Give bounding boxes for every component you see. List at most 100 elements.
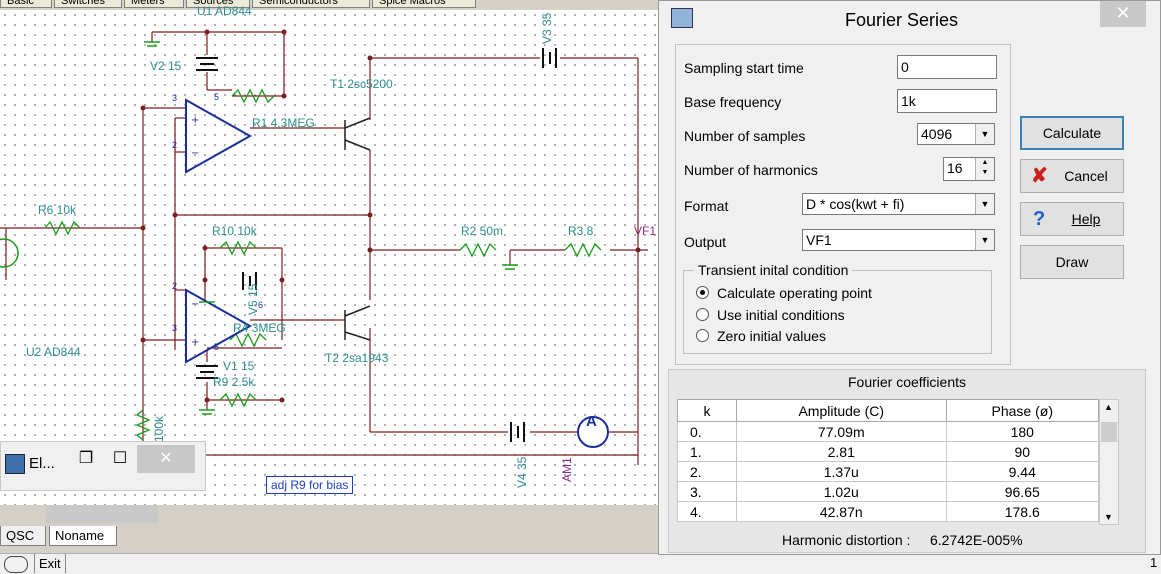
scroll-up-icon[interactable]: ▲ xyxy=(1104,402,1113,412)
am1-label: AM1 xyxy=(560,457,574,482)
help-label: Help xyxy=(1071,211,1101,227)
sampling-start-label: Sampling start time xyxy=(684,60,804,76)
exit-button[interactable]: Exit xyxy=(34,554,66,573)
r9-label: R9 2.5k xyxy=(213,375,255,389)
cell-amplitude: 1.37u xyxy=(736,461,947,482)
calculate-button[interactable]: Calculate xyxy=(1020,116,1124,150)
cell-amplitude: 42.87n xyxy=(736,501,947,522)
schematic-wires: +− −+ xyxy=(0,29,648,465)
tab-sources[interactable]: Sources xyxy=(186,0,250,8)
table-scrollbar[interactable]: ▲ ▼ xyxy=(1099,399,1119,525)
tab-switches[interactable]: Switches xyxy=(54,0,122,8)
scroll-down-icon[interactable]: ▼ xyxy=(1104,512,1113,522)
cell-phase: 96.65 xyxy=(945,481,1100,502)
num-samples-value: 4096 xyxy=(921,126,953,142)
r1-label: R1 4.3MEG xyxy=(252,116,315,130)
t2-label: T2 2sa1943 xyxy=(325,351,389,365)
help-question-icon: ? xyxy=(1033,208,1046,230)
num-harmonics-value: 16 xyxy=(947,160,963,176)
schematic-canvas[interactable]: +− −+ xyxy=(0,4,660,505)
tab-semiconductors[interactable]: Semiconductors xyxy=(252,0,370,8)
v3-label: V3 35 xyxy=(540,12,554,44)
radio-use-initial-conditions[interactable]: Use initial conditions xyxy=(696,307,845,323)
table-row[interactable]: 3. 1.02u 96.65 xyxy=(677,481,1100,502)
svg-text:−: − xyxy=(191,299,199,310)
table-row[interactable]: 1. 2.81 90 xyxy=(677,441,1100,462)
cell-phase: 9.44 xyxy=(945,461,1100,482)
pin-label: 5 xyxy=(214,342,220,352)
column-header-k[interactable]: k xyxy=(677,399,737,422)
t1-label: T1 2sc5200 xyxy=(330,77,393,91)
pin-label: 6 xyxy=(258,300,264,310)
minimized-window-title: El... xyxy=(29,455,55,472)
table-row[interactable]: 0. 77.09m 180 xyxy=(677,421,1100,442)
cell-amplitude: 77.09m xyxy=(736,421,947,442)
settings-group: Sampling start time 0 Base frequency 1k … xyxy=(675,44,1011,365)
cancel-x-icon: ✘ xyxy=(1031,165,1048,187)
r3-label: R3 8 xyxy=(568,224,594,238)
window-app-icon xyxy=(5,454,25,474)
ammeter-symbol: A xyxy=(586,413,597,430)
fourier-coefficients-panel: Fourier coefficients k Amplitude (C) Pha… xyxy=(668,369,1146,553)
close-icon[interactable]: ✕ xyxy=(137,445,195,473)
svg-text:−: − xyxy=(191,148,199,159)
close-icon[interactable]: ✕ xyxy=(1100,1,1146,27)
tab-meters[interactable]: Meters xyxy=(124,0,184,8)
cell-phase: 178.6 xyxy=(945,501,1100,522)
bias-note[interactable]: adj R9 for bias xyxy=(266,476,354,494)
column-header-amplitude[interactable]: Amplitude (C) xyxy=(736,399,947,422)
chevron-down-icon[interactable]: ▼ xyxy=(975,230,994,250)
r6-label: R6 10k xyxy=(38,203,77,217)
format-value: D * cos(kwt + fi) xyxy=(806,196,905,212)
chevron-down-icon[interactable]: ▼ xyxy=(975,194,994,214)
coefficients-table: k Amplitude (C) Phase (ø) 0. 77.09m 180 … xyxy=(677,399,1100,522)
help-button[interactable]: ? Help xyxy=(1020,202,1124,236)
output-select[interactable]: VF1 ▼ xyxy=(802,229,995,251)
pin-label: 5 xyxy=(214,92,220,102)
spinner-arrows-icon[interactable]: ▲▼ xyxy=(975,158,994,180)
draw-button[interactable]: Draw xyxy=(1020,245,1124,279)
dialog-titlebar[interactable]: Fourier Series ✕ xyxy=(659,1,1160,37)
cell-phase: 180 xyxy=(945,421,1100,442)
vf1-label: VF1 xyxy=(634,224,657,238)
maximize-icon[interactable]: ☐ xyxy=(112,450,128,467)
sampling-start-input[interactable]: 0 xyxy=(897,55,997,79)
radio-zero-initial-values[interactable]: Zero initial values xyxy=(696,328,826,344)
radio-selected-icon xyxy=(696,286,709,299)
chevron-down-icon[interactable]: ▼ xyxy=(975,124,994,144)
num-harmonics-spinner[interactable]: 16 ▲▼ xyxy=(943,157,995,181)
sheet-tab-qsc[interactable]: QSC xyxy=(0,526,46,546)
tab-basic[interactable]: Basic xyxy=(0,0,52,8)
horizontal-scrollbar-thumb[interactable] xyxy=(46,505,158,523)
pin-label: 2 xyxy=(172,281,178,291)
r7-label: 100k xyxy=(152,415,166,442)
table-row[interactable]: 2. 1.37u 9.44 xyxy=(677,461,1100,482)
exit-icon[interactable] xyxy=(4,556,28,573)
restore-icon[interactable]: ❐ xyxy=(78,450,94,467)
radio-label: Zero initial values xyxy=(717,328,826,344)
r2-label: R2 50m xyxy=(461,224,504,238)
dialog-title: Fourier Series xyxy=(845,10,959,30)
radio-calculate-operating-point[interactable]: Calculate operating point xyxy=(696,285,872,301)
u2-label: U2 AD844 xyxy=(26,345,81,359)
coefficients-title: Fourier coefficients xyxy=(847,374,966,390)
v4-label: V4 35 xyxy=(515,456,529,488)
radio-icon xyxy=(696,308,709,321)
tab-spice-macros[interactable]: Spice Macros xyxy=(372,0,476,8)
table-row[interactable]: 4. 42.87n 178.6 xyxy=(677,501,1100,522)
base-frequency-input[interactable]: 1k xyxy=(897,89,997,113)
u1-label: U1 AD844 xyxy=(197,4,252,18)
column-header-phase[interactable]: Phase (ø) xyxy=(945,399,1100,422)
num-samples-select[interactable]: 4096 ▼ xyxy=(917,123,995,145)
cancel-button[interactable]: ✘ Cancel xyxy=(1020,159,1124,193)
pin-label: 2 xyxy=(172,140,178,150)
scrollbar-thumb[interactable] xyxy=(1101,422,1117,442)
pin-label: 3 xyxy=(172,93,178,103)
format-select[interactable]: D * cos(kwt + fi) ▼ xyxy=(802,193,995,215)
cell-phase: 90 xyxy=(945,441,1100,462)
sheet-tab-noname[interactable]: Noname xyxy=(49,526,117,546)
harmonic-distortion-label: Harmonic distortion : xyxy=(782,532,911,548)
cancel-label: Cancel xyxy=(1064,168,1108,184)
base-frequency-label: Base frequency xyxy=(684,94,782,110)
minimized-window[interactable]: El... ❐ ☐ ✕ xyxy=(0,441,206,491)
